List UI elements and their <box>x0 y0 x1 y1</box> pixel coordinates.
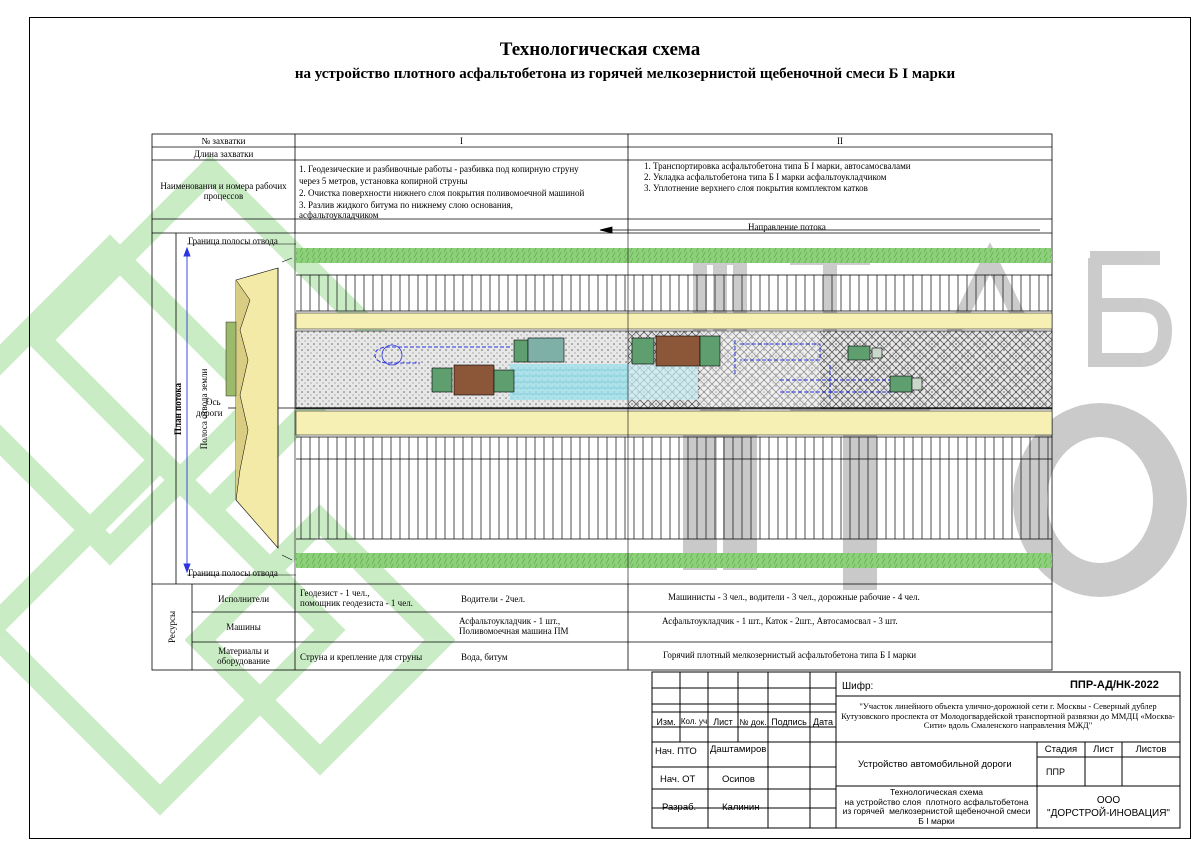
zone-2-process-line: 1. Транспортировка асфальтобетона типа Б… <box>644 161 911 171</box>
boundary-bottom-label: Граница полосы отвода <box>188 568 278 578</box>
boundary-top-label: Граница полосы отвода <box>188 236 278 246</box>
stamp-col-header: Лист <box>713 717 733 727</box>
scheme-title: Технологическая схема <box>499 39 701 60</box>
zone-1-process-line: 1. Геодезические и разбивочные работы - … <box>299 164 579 174</box>
signer-name: Даштамиров <box>710 744 767 755</box>
document-title: Технологическая схема на устройство слоя… <box>842 787 1031 826</box>
company-form: ООО <box>1096 795 1121 806</box>
zone-1-process-line: через 5 метров, установка копирной струн… <box>299 176 468 186</box>
stamp-col-header: Подпись <box>771 717 807 727</box>
zone-1-process-line: 2. Очистка поверхности нижнего слоя покр… <box>299 188 585 198</box>
zone-1-header: I <box>460 136 463 146</box>
section-name: Устройство автомобильной дороги <box>858 759 1012 770</box>
signer-role: Нач. ПТО <box>655 746 697 757</box>
zone-length-label: Длина захватки <box>193 149 254 159</box>
stage-header: Стадия <box>1044 744 1078 755</box>
resource-cell: Асфальтоукладчик - 1 шт., Каток - 2шт., … <box>662 616 898 626</box>
resource-cell: Вода, битум <box>461 652 508 662</box>
resource-cell: Машинисты - 3 чел., водители - 3 чел., д… <box>668 592 920 602</box>
resource-cell: Струна и крепление для струны <box>300 652 423 662</box>
resource-cell: Водители - 2чел. <box>461 594 526 604</box>
zone-1-process-line: 3. Разлив жидкого битума по нижнему слою… <box>299 200 513 210</box>
stage-value: ППР <box>1046 767 1065 777</box>
stamp-col-header: Кол. уч <box>680 717 708 726</box>
road-axis-label: Ось <box>206 397 221 407</box>
stamp-col-header: Изм. <box>656 717 676 727</box>
zone-2-process-line: 3. Уплотнение верхнего слоя покрытия ком… <box>644 183 868 193</box>
stamp-col-header: № док. <box>739 717 767 727</box>
signer-name: Осипов <box>722 774 755 785</box>
resource-cell: Асфальтоукладчик - 1 шт., Поливомоечная … <box>459 616 569 636</box>
zone-1-process-line: асфальтоукладчиком <box>299 210 379 220</box>
object-name: "Участок линейного объекта улично-дорожн… <box>841 701 1175 730</box>
signer-role: Разраб. <box>662 802 697 813</box>
land-strip-label: Полоса отвода земли <box>199 368 209 450</box>
resource-row-label: Исполнители <box>217 594 270 604</box>
flow-plan-label: План потока <box>173 383 183 435</box>
resource-cell: Горячий плотный мелкозернистый асфальтоб… <box>663 650 917 660</box>
company-name: "ДОРСТРОЙ-ИНОВАЦИЯ" <box>1047 808 1170 819</box>
scheme-subtitle: на устройство плотного асфальтобетона из… <box>294 66 956 82</box>
flow-direction-label: Направление потока <box>748 222 826 232</box>
zone-2-header: II <box>837 136 843 146</box>
code-label: Шифр: <box>842 681 874 692</box>
resource-row-label: Материалы и оборудование <box>217 646 270 666</box>
road-axis-label-2: дороги <box>196 408 223 418</box>
zone-number-label: № захватки <box>201 136 246 146</box>
resource-cell: Геодезист - 1 чел., помощник геодезиста … <box>300 588 413 608</box>
document-code: ППР-АД/НК-2022 <box>1070 679 1159 691</box>
sheets-header: Листов <box>1135 744 1167 755</box>
stamp-col-header: Дата <box>813 717 833 727</box>
resource-row-label: Машины <box>226 622 261 632</box>
sheet-header: Лист <box>1093 744 1114 755</box>
signer-name: Калинин <box>722 802 760 813</box>
process-label: Наименования и номера рабочих процессов <box>160 181 287 201</box>
signer-role: Нач. ОТ <box>660 774 696 785</box>
resources-label: Ресурсы <box>167 610 177 644</box>
zone-2-process-line: 2. Укладка асфальтобетона типа Б I марки… <box>644 172 887 182</box>
drawing-frame <box>29 17 1191 839</box>
